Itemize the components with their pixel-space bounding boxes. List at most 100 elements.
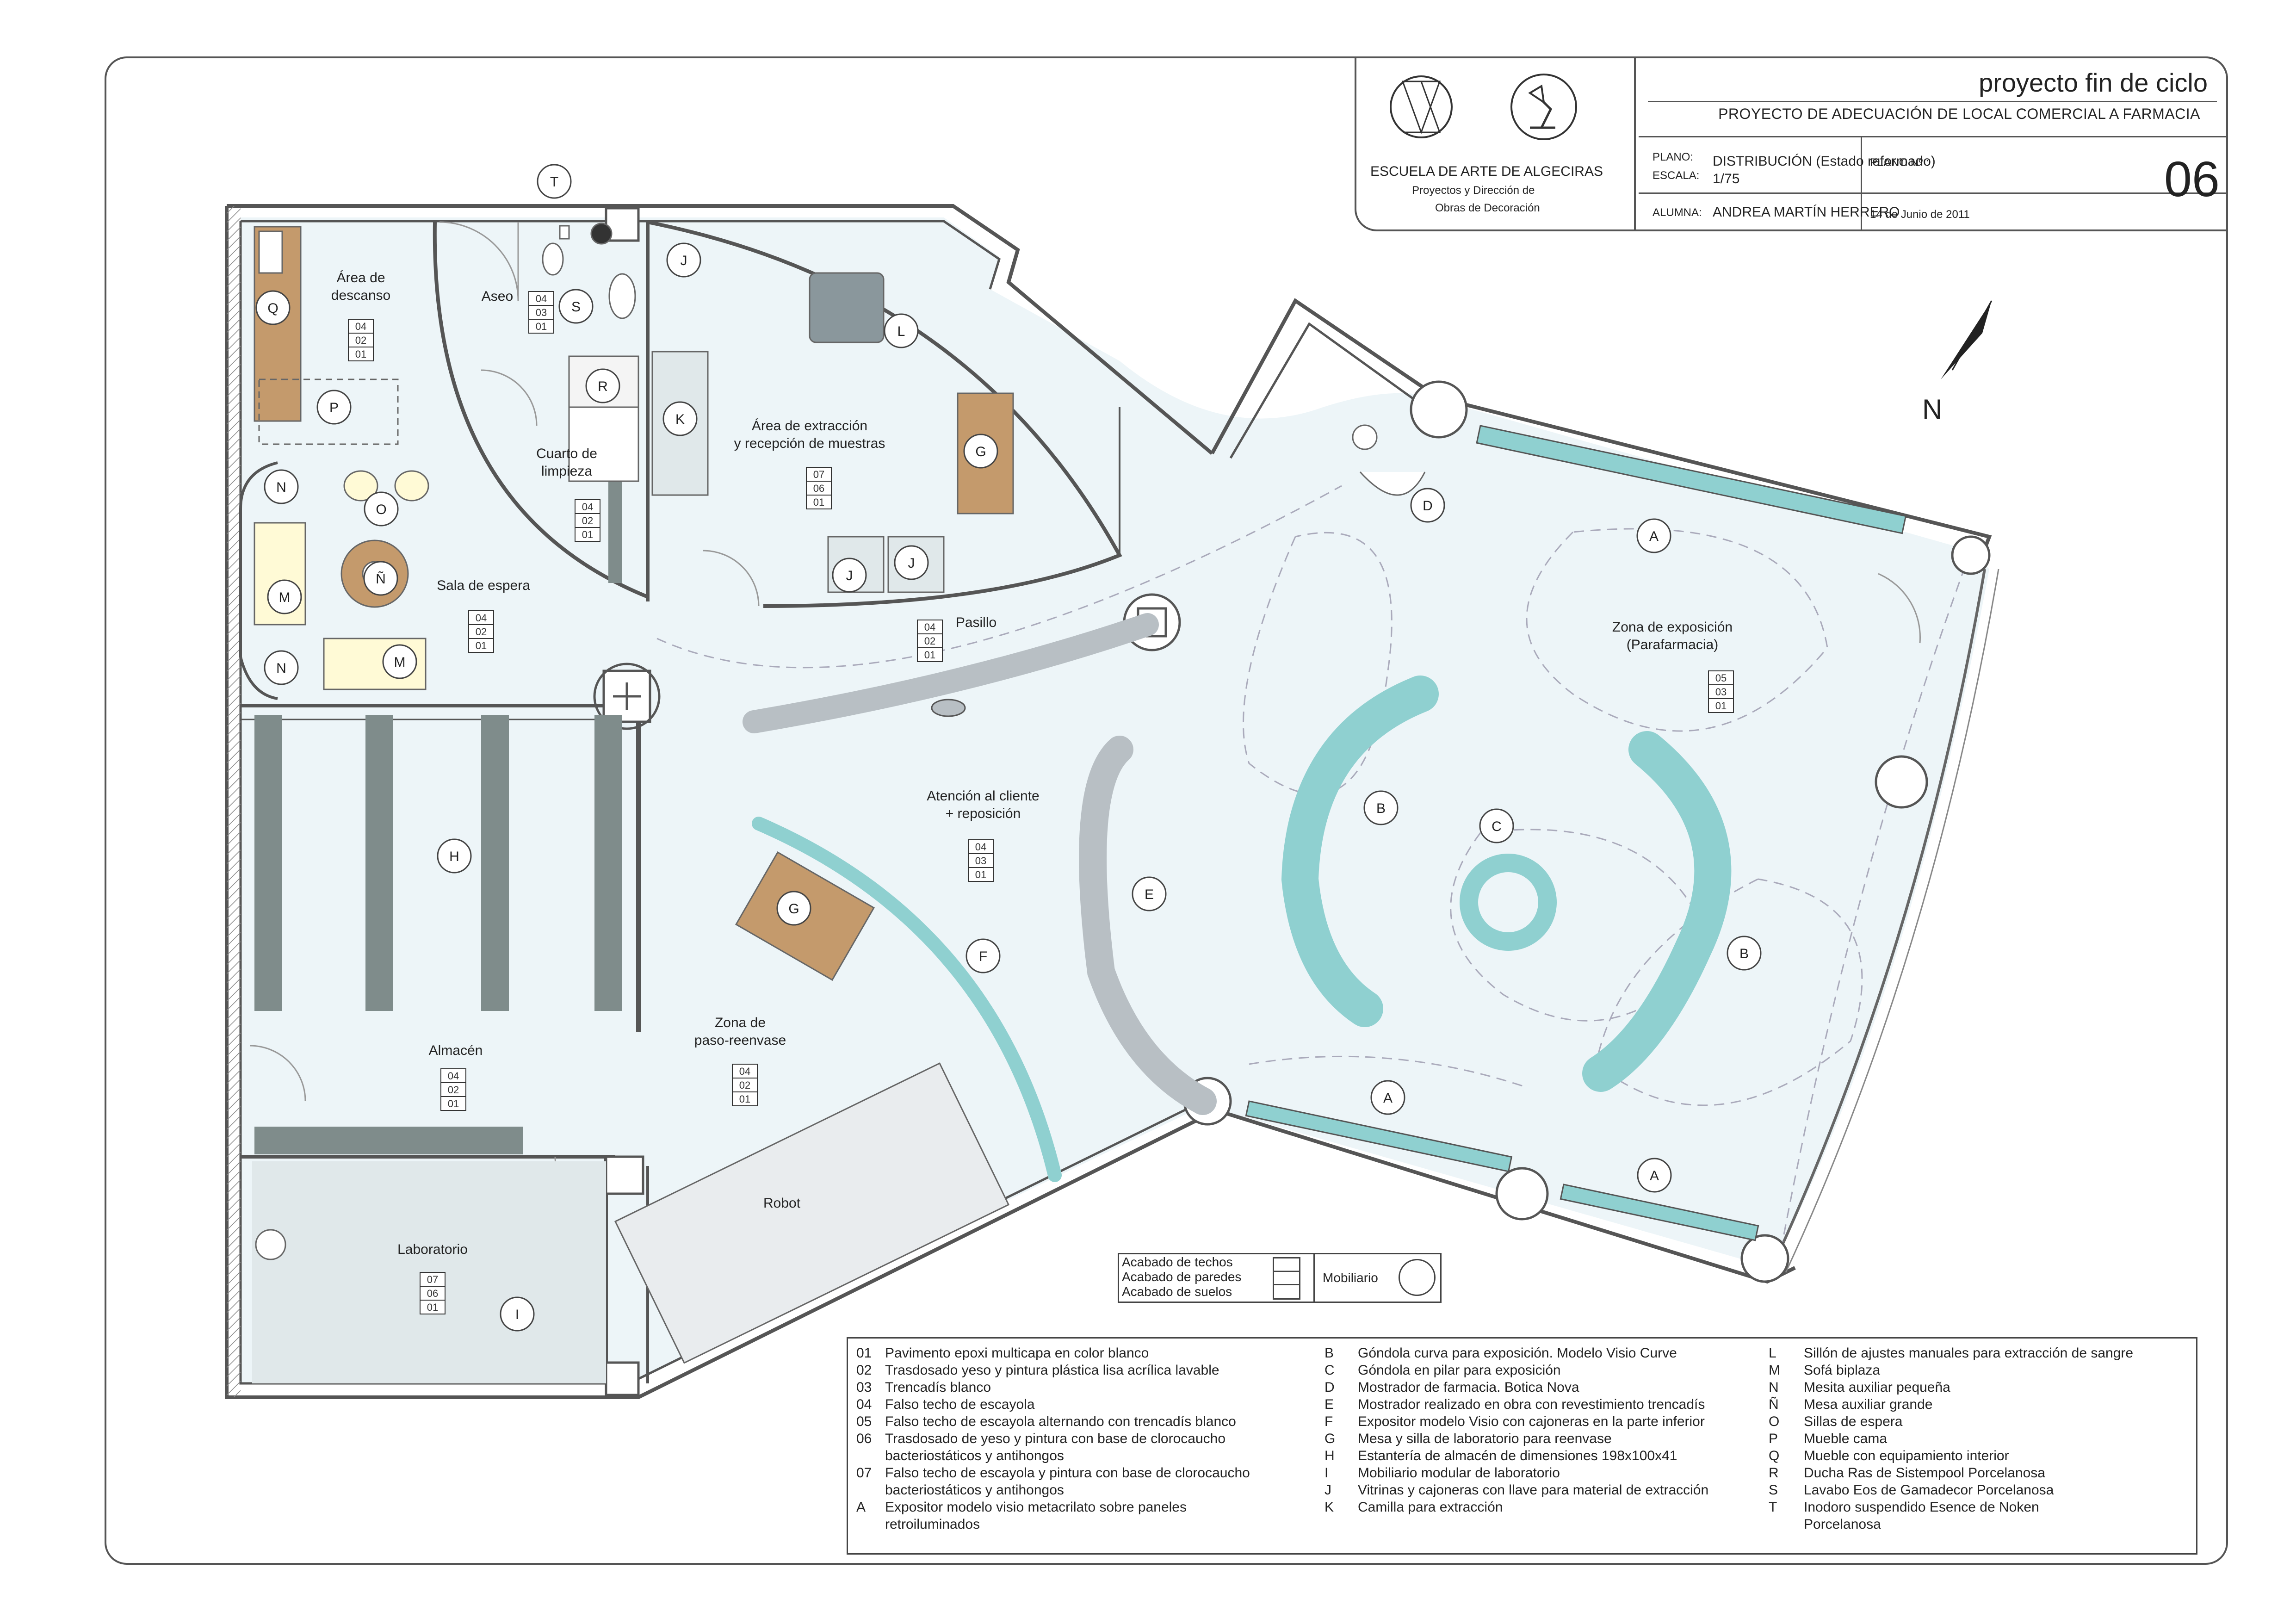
marker-I: I bbox=[500, 1296, 535, 1332]
legend-text: Pavimento epoxi multicapa en color blanc… bbox=[885, 1345, 1149, 1361]
marker-M: M bbox=[267, 579, 302, 614]
finish-code: 04 bbox=[975, 841, 986, 853]
finish-code: 02 bbox=[582, 515, 593, 527]
marker-S: S bbox=[558, 289, 594, 324]
finish-code: 01 bbox=[536, 321, 547, 332]
finish-code: 02 bbox=[739, 1079, 750, 1091]
legend-code: G bbox=[1324, 1431, 1336, 1446]
lamp-logo-icon bbox=[1510, 74, 1577, 140]
legend-text: Sillón de ajustes manuales para extracci… bbox=[1804, 1345, 2134, 1361]
svg-text:P: P bbox=[329, 400, 339, 415]
finish-code: 04 bbox=[536, 293, 547, 304]
legend-code: P bbox=[1769, 1431, 1778, 1446]
svg-text:E: E bbox=[1145, 887, 1154, 902]
legend-text: Mostrador de farmacia. Botica Nova bbox=[1358, 1380, 1579, 1395]
svg-text:Ñ: Ñ bbox=[376, 571, 386, 587]
legend-text: Estantería de almacén de dimensiones 198… bbox=[1358, 1448, 1677, 1463]
plano-value: DISTRIBUCIÓN (Estado reformado) bbox=[1713, 154, 1936, 169]
finish-code: 01 bbox=[476, 640, 487, 651]
finish-code: 04 bbox=[739, 1066, 750, 1077]
legend-text: Falso techo de escayola y pintura con ba… bbox=[885, 1465, 1250, 1481]
marker-Q: Q bbox=[255, 290, 291, 325]
school-name: ESCUELA DE ARTE DE ALGECIRAS bbox=[1370, 164, 1603, 179]
legend-code: 06 bbox=[856, 1431, 872, 1446]
legend-code: F bbox=[1324, 1414, 1333, 1429]
sheet-frame bbox=[105, 56, 2228, 1565]
svg-text:B: B bbox=[1739, 946, 1749, 961]
svg-text:A: A bbox=[1383, 1091, 1393, 1106]
project-subtitle: PROYECTO DE ADECUACIÓN DE LOCAL COMERCIA… bbox=[1718, 105, 2200, 122]
legend-text: bacteriostáticos y antihongos bbox=[885, 1448, 1064, 1463]
legend-text: Ducha Ras de Sistempool Porcelanosa bbox=[1804, 1465, 2045, 1481]
finish-code: 04 bbox=[924, 621, 935, 633]
svg-text:O: O bbox=[376, 502, 386, 517]
marker-A: A bbox=[1636, 518, 1671, 553]
svg-text:D: D bbox=[1423, 498, 1433, 514]
legend-text: Trencadís blanco bbox=[885, 1380, 991, 1395]
finish-code: 03 bbox=[1715, 686, 1727, 698]
legend-code: S bbox=[1769, 1482, 1778, 1498]
legend-code: E bbox=[1324, 1397, 1334, 1412]
marker-A: A bbox=[1370, 1080, 1405, 1115]
marker-N: N bbox=[264, 650, 299, 685]
legend-code: 01 bbox=[856, 1345, 872, 1361]
finish-code: 01 bbox=[448, 1098, 459, 1110]
legend-text: Falso techo de escayola bbox=[885, 1397, 1035, 1412]
marker-J: J bbox=[666, 242, 701, 278]
key-mobiliario: Mobiliario bbox=[1323, 1271, 1378, 1285]
counter-e bbox=[1079, 736, 1217, 1115]
marker-F: F bbox=[966, 938, 1001, 973]
legend-text: Mobiliario modular de laboratorio bbox=[1358, 1465, 1560, 1481]
svg-text:M: M bbox=[394, 655, 406, 670]
legend-text: Falso techo de escayola alternando con t… bbox=[885, 1414, 1236, 1429]
title-block: ESCUELA DE ARTE DE ALGECIRAS Proyectos y… bbox=[1355, 56, 2228, 231]
legend-text: Mueble con equipamiento interior bbox=[1804, 1448, 2009, 1463]
legend-text: Mesa auxiliar grande bbox=[1804, 1397, 1933, 1412]
legend-code: M bbox=[1769, 1363, 1780, 1378]
legend-code: T bbox=[1769, 1500, 1777, 1515]
svg-text:Q: Q bbox=[267, 301, 278, 316]
alumna-label: ALUMNA: bbox=[1653, 206, 1702, 219]
legend-code: 03 bbox=[856, 1380, 872, 1395]
legend-code: A bbox=[856, 1500, 866, 1515]
legend-code: C bbox=[1324, 1363, 1335, 1378]
finish-code: 01 bbox=[427, 1302, 438, 1313]
finish-code: 01 bbox=[582, 529, 593, 540]
svg-text:K: K bbox=[675, 412, 685, 427]
marker-D: D bbox=[1410, 488, 1445, 523]
svg-text:B: B bbox=[1376, 801, 1386, 816]
svg-text:J: J bbox=[681, 253, 687, 268]
finish-code: 06 bbox=[813, 483, 824, 494]
svg-text:G: G bbox=[975, 444, 986, 459]
legend-code: D bbox=[1324, 1380, 1335, 1395]
marker-K: K bbox=[662, 401, 698, 436]
marker-Ñ: Ñ bbox=[363, 561, 398, 596]
escala-value: 1/75 bbox=[1713, 171, 1740, 186]
finish-code: 01 bbox=[355, 348, 366, 360]
teal-displays bbox=[752, 676, 1732, 1182]
marker-C: C bbox=[1479, 808, 1514, 843]
key-techos: Acabado de techos bbox=[1122, 1255, 1233, 1269]
finish-code: 02 bbox=[476, 626, 487, 638]
key-marker-circle-icon bbox=[1399, 1259, 1436, 1296]
svg-text:T: T bbox=[550, 174, 558, 190]
school-line-2: Proyectos y Dirección de bbox=[1412, 184, 1535, 197]
finish-code: 02 bbox=[355, 335, 366, 346]
finish-code: 01 bbox=[813, 496, 824, 508]
finish-code: 03 bbox=[536, 307, 547, 318]
doors bbox=[249, 221, 1921, 1209]
plano-no-label: PLANO Nº : bbox=[1870, 156, 1929, 169]
svg-text:M: M bbox=[279, 590, 291, 605]
alumna-value: ANDREA MARTÍN HERRERO bbox=[1713, 205, 1900, 220]
room-label-atencion: Atención al cliente+ reposición bbox=[927, 788, 1040, 821]
